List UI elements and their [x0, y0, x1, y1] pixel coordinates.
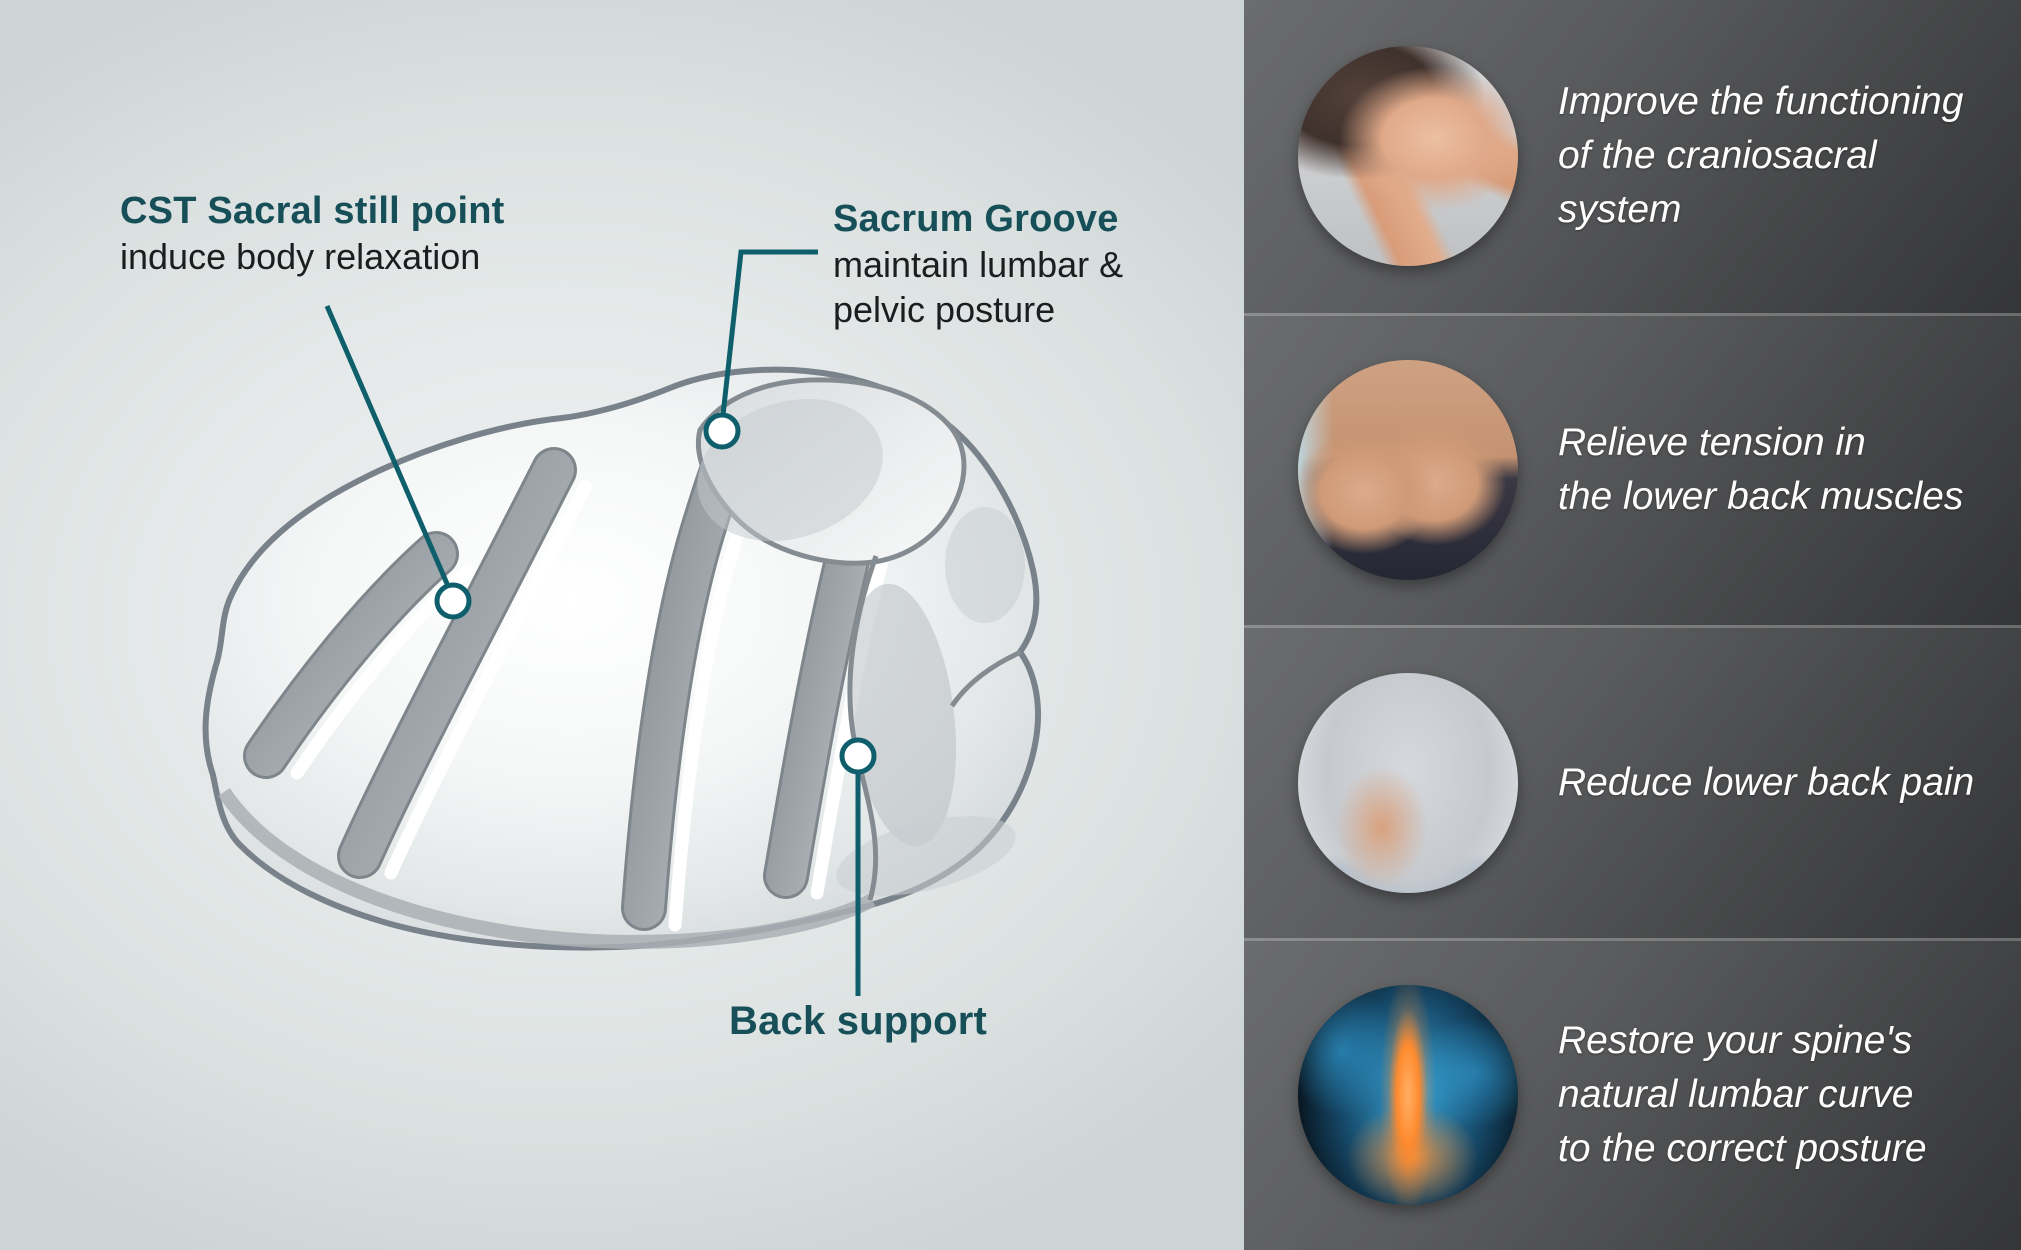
back-support-title: Back support [728, 999, 987, 1043]
benefit-line: of the craniosacral [1558, 134, 1877, 178]
marker-cst [434, 582, 472, 620]
callout-sacrum: Sacrum Groove maintain lumbar & pelvic p… [833, 196, 1123, 332]
callout-cst: CST Sacral still point induce body relax… [120, 188, 504, 279]
benefit-text-reduce-pain: Reduce lower back pain [1558, 756, 1974, 810]
craniosacral-face-massage-photo [1298, 46, 1518, 267]
lower-back-massage-photo [1298, 360, 1518, 581]
leader-line-sacrum [720, 249, 818, 416]
benefit-line: Improve the functioning [1558, 80, 1964, 124]
sacrum-line2: pelvic posture [833, 289, 1056, 330]
benefit-line: Reduce lower back pain [1558, 760, 1975, 804]
benefit-line: the lower back muscles [1558, 475, 1964, 519]
benefit-text-restore-curve: Restore your spine's natural lumbar curv… [1558, 1014, 1927, 1176]
benefit-line: Relieve tension in [1558, 421, 1866, 465]
marker-back [839, 737, 877, 775]
cushion-illustration [202, 249, 1042, 996]
benefit-card-restore-curve: Restore your spine's natural lumbar curv… [1244, 937, 2021, 1250]
sacrum-title: Sacrum Groove [833, 198, 1119, 240]
benefit-text-relieve-tension: Relieve tension in the lower back muscle… [1558, 416, 1963, 524]
sacrum-line1: maintain lumbar & [833, 244, 1124, 285]
leader-line-cst [324, 305, 451, 587]
marker-sacrum [703, 412, 741, 450]
back-support-saddle [836, 507, 1025, 901]
sacrum-groove-facet [696, 377, 967, 566]
benefit-card-craniosacral: Improve the functioning of the craniosac… [1244, 0, 2021, 313]
leader-lines [324, 249, 861, 996]
benefit-line: Restore your spine's [1558, 1019, 1913, 1063]
cushion-diagram-area: CST Sacral still point induce body relax… [0, 0, 1244, 1250]
callout-markers [434, 412, 877, 775]
benefit-text-craniosacral: Improve the functioning of the craniosac… [1558, 75, 1963, 237]
benefit-line: to the correct posture [1558, 1127, 1927, 1171]
spine-xray-illustration-photo [1298, 985, 1518, 1206]
benefit-card-reduce-pain: Reduce lower back pain [1244, 625, 2021, 938]
benefits-panel: Improve the functioning of the craniosac… [1244, 0, 2021, 1250]
benefit-line: system [1558, 188, 1682, 232]
lower-back-pain-photo [1298, 672, 1518, 893]
callout-back-support: Back support [648, 998, 1068, 1044]
cst-subtitle: induce body relaxation [120, 236, 481, 277]
benefit-card-relieve-tension: Relieve tension in the lower back muscle… [1244, 312, 2021, 625]
cst-title: CST Sacral still point [120, 190, 505, 232]
benefit-line: natural lumbar curve [1558, 1073, 1914, 1117]
